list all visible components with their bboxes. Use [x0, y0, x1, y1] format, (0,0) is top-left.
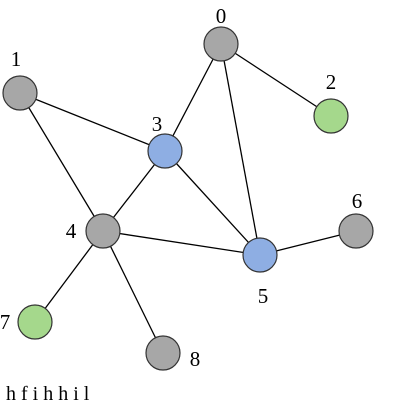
- node-label-4: 4: [66, 219, 77, 243]
- edge-0-5: [220, 43, 261, 256]
- edge-4-5: [102, 230, 261, 256]
- node-label-5: 5: [258, 284, 269, 308]
- node-1: [2, 75, 38, 111]
- edge-3-5: [164, 150, 261, 256]
- node-label-8: 8: [190, 347, 201, 371]
- node-label-7: 7: [0, 310, 10, 334]
- edge-0-3: [164, 43, 222, 152]
- edge-1-3: [19, 92, 166, 152]
- edge-4-8: [102, 230, 164, 354]
- node-3: [147, 133, 183, 169]
- node-8: [145, 335, 181, 371]
- node-label-2: 2: [326, 70, 337, 94]
- node-0: [203, 26, 239, 62]
- nodes-layer: [2, 26, 374, 371]
- node-7: [17, 304, 53, 340]
- node-label-3: 3: [152, 112, 163, 136]
- edge-1-4: [19, 92, 104, 232]
- node-2: [313, 98, 349, 134]
- node-5: [242, 237, 278, 273]
- edge-0-2: [220, 43, 332, 117]
- edges-layer: [19, 43, 357, 354]
- node-label-0: 0: [216, 4, 227, 28]
- node-label-1: 1: [11, 47, 22, 71]
- node-label-6: 6: [352, 189, 363, 213]
- node-4: [85, 213, 121, 249]
- edge-4-7: [34, 230, 104, 323]
- node-6: [338, 213, 374, 249]
- caption-fragment: h f i h h i l: [6, 383, 90, 405]
- labels-layer: 0 1 2 3 4 5 6 7 8: [0, 4, 362, 371]
